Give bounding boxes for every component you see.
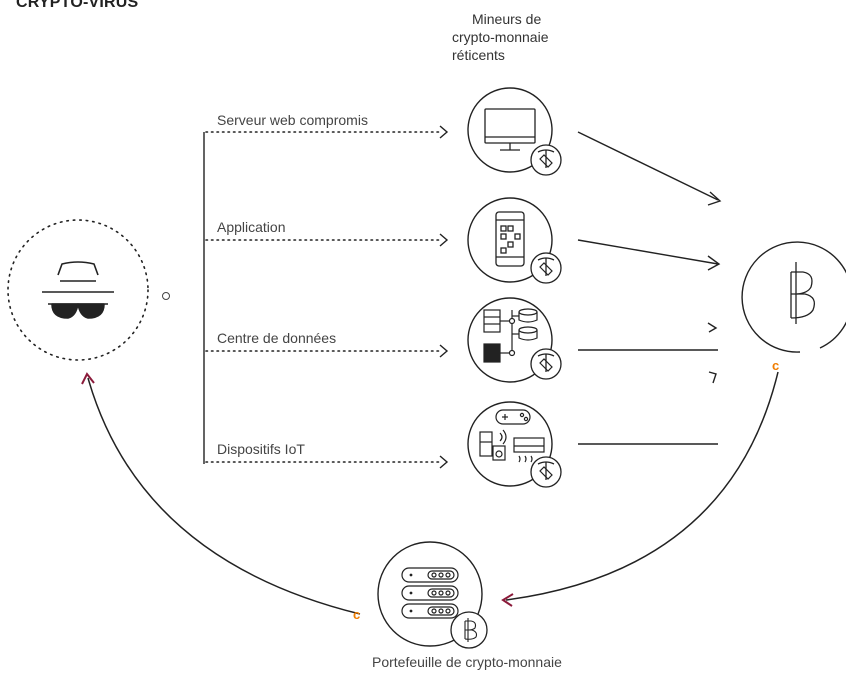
miner-node-web-server — [467, 87, 562, 176]
smartphone-icon — [495, 211, 525, 267]
bitcoin-to-wallet-arc — [505, 371, 779, 601]
wallet-arrowhead-icon — [501, 593, 514, 607]
bitcoin-orange-marker: c — [772, 358, 779, 373]
datacenter-icon — [483, 308, 538, 363]
miners-caption-line-1: Mineurs de — [472, 11, 542, 27]
pickaxe-badge-icon — [530, 348, 562, 380]
hacker-arrowhead-icon — [81, 372, 95, 385]
hacker-node — [7, 219, 170, 361]
source-label-iot: Dispositifs IoT — [217, 441, 305, 457]
iot-devices-icon — [479, 409, 545, 463]
miners-caption-line-2: crypto-monnaie — [452, 29, 549, 45]
diagram-title: CRYPTO-VIRUS — [16, 0, 139, 11]
miners-caption: Mineurs de crypto-monnaie réticents — [452, 10, 549, 64]
bitcoin-node — [741, 241, 846, 353]
monitor-icon — [484, 108, 536, 151]
dotted-connectors — [205, 131, 441, 463]
wallet-to-hacker-arc — [87, 377, 361, 615]
wallet-bitcoin-badge-icon — [450, 611, 488, 649]
source-label-application: Application — [217, 219, 286, 235]
miner-node-datacenter — [467, 297, 562, 383]
source-label-web-server: Serveur web compromis — [217, 112, 368, 128]
pickaxe-badge-icon — [530, 144, 562, 176]
miner-node-iot — [467, 401, 562, 488]
pickaxe-badge-icon — [530, 252, 562, 284]
pickaxe-badge-icon — [530, 456, 562, 488]
wallet-server-icon — [401, 567, 459, 619]
miners-caption-line-3: réticents — [452, 47, 505, 63]
wallet-caption: Portefeuille de crypto-monnaie — [372, 654, 562, 670]
hacker-icon — [42, 261, 114, 319]
source-label-datacenter: Centre de données — [217, 330, 337, 346]
bitcoin-icon — [790, 262, 816, 324]
wallet-orange-marker: c — [353, 607, 360, 622]
miner-to-bitcoin-lines — [577, 131, 722, 445]
miner-node-application — [467, 197, 562, 284]
wallet-node — [377, 541, 488, 649]
